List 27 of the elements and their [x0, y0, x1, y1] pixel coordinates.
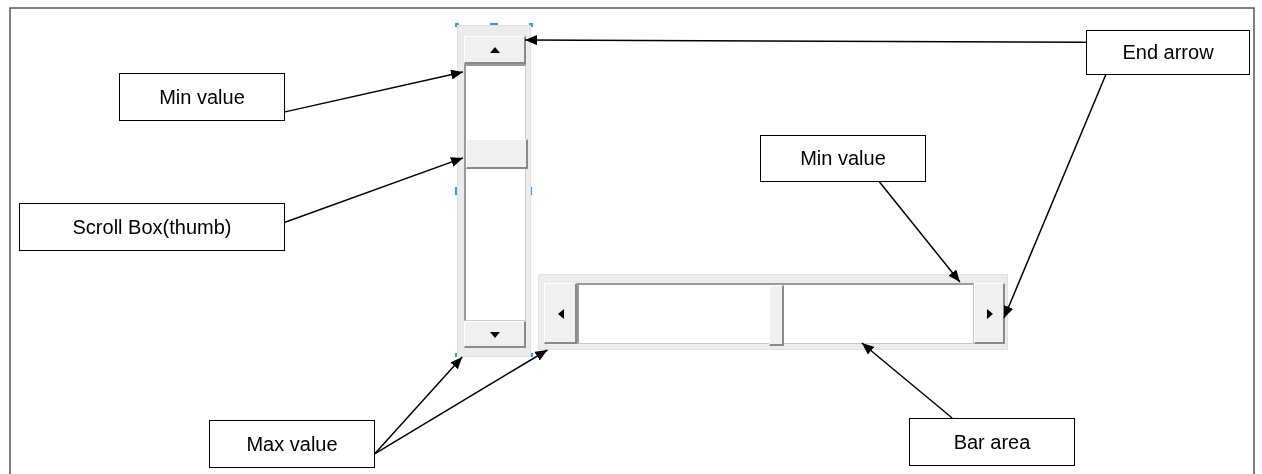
arrow	[878, 181, 961, 283]
scroll-down-button	[464, 321, 526, 348]
callout-text: Bar area	[953, 430, 1031, 454]
callout-box	[1086, 30, 1250, 75]
callout-text: End arrow	[1122, 41, 1214, 64]
callout-text: Min value	[800, 147, 886, 170]
callout-box	[19, 203, 285, 251]
arrow	[861, 342, 953, 419]
scroll-thumb	[466, 139, 528, 169]
callout-text: Scroll Box(thumb)	[72, 215, 232, 239]
arrow	[284, 157, 464, 223]
callout-box	[209, 420, 375, 468]
arrow	[374, 356, 463, 455]
arrow	[1003, 74, 1107, 319]
arrow	[284, 69, 464, 113]
scroll-left-button	[544, 283, 577, 344]
callout-text: Min value	[159, 85, 245, 109]
scroll-right-button	[974, 283, 1005, 344]
callout-box	[909, 418, 1075, 466]
arrow	[374, 349, 549, 455]
arrow	[524, 35, 1087, 46]
callout-text: Max value	[246, 432, 338, 456]
callout-box	[760, 135, 926, 182]
scroll-up-button	[464, 36, 526, 64]
horizontal-scrollbar	[538, 274, 1008, 350]
callout-box	[119, 73, 285, 121]
scroll-thumb	[769, 285, 784, 346]
